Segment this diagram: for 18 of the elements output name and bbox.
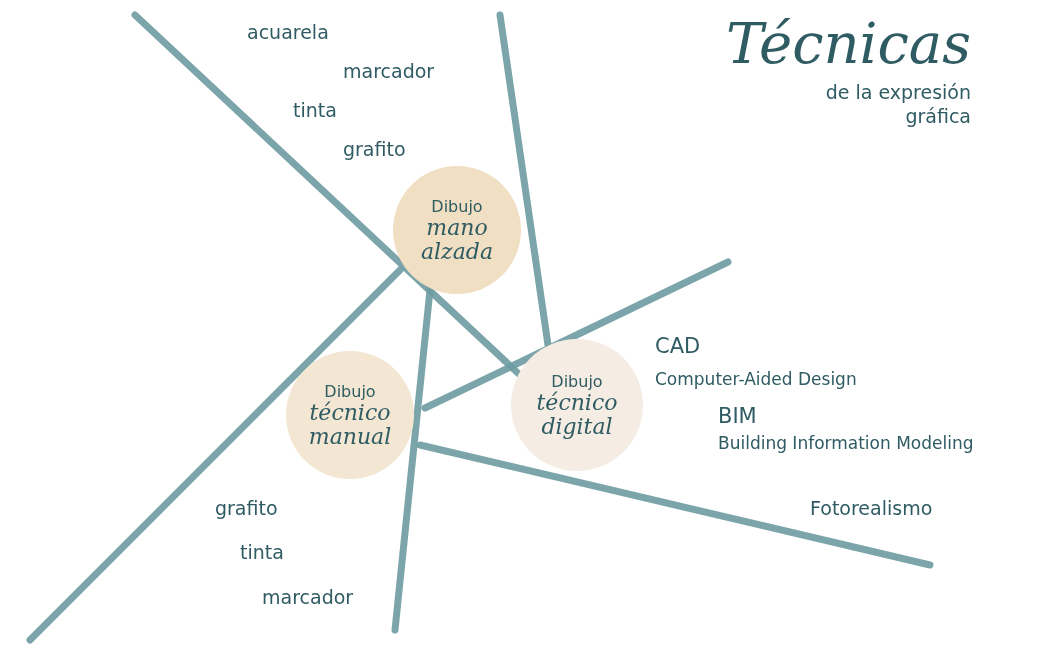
node-heading: Dibujo xyxy=(551,372,603,392)
upper-list-item: grafito xyxy=(343,139,406,160)
title: Técnicas de la expresión gráfica xyxy=(726,10,971,129)
upper-list-item: acuarela xyxy=(247,22,329,43)
upper-list-item: tinta xyxy=(293,100,337,121)
lower-list-item: marcador xyxy=(262,587,354,608)
acronym-expansion: Building Information Modeling xyxy=(718,434,974,453)
node-heading: Dibujo xyxy=(431,197,483,217)
list-item: Fotorealismo xyxy=(810,498,933,519)
acronym: CAD xyxy=(655,335,701,359)
lower-list-item: tinta xyxy=(240,542,284,563)
node-title: técnico manual xyxy=(307,401,393,448)
node-heading: Dibujo xyxy=(324,382,376,402)
acronym: BIM xyxy=(718,405,757,429)
node-title: técnico digital xyxy=(535,391,619,438)
lower-list-item: grafito xyxy=(215,498,278,519)
upper-list-item: marcador xyxy=(343,61,435,82)
node-title: mano alzada xyxy=(419,216,495,263)
